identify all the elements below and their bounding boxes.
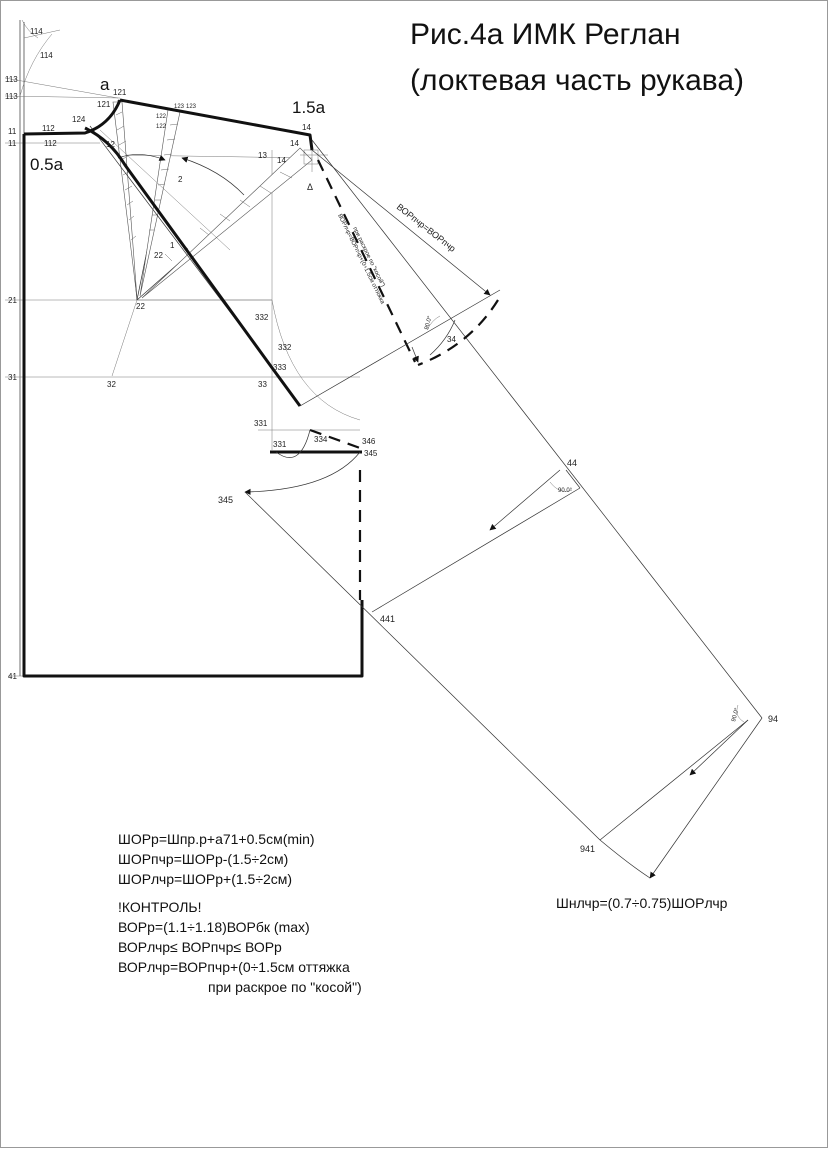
point-124: 124 bbox=[72, 115, 86, 124]
sleeve-construction bbox=[244, 139, 763, 879]
point-345: 345 bbox=[364, 449, 378, 458]
point-14-3: 14 bbox=[302, 123, 311, 132]
point-2: 2 bbox=[178, 175, 183, 184]
point-22-prime: 22 bbox=[136, 302, 145, 311]
point-113-prime: 113 bbox=[5, 75, 18, 84]
point-122-prime: 122 bbox=[156, 124, 167, 130]
angle-label-94: 90.0° bbox=[731, 707, 741, 723]
point-11-prime: 11 bbox=[8, 127, 17, 136]
point-114-prime: 114 bbox=[40, 51, 53, 60]
point-41: 41 bbox=[8, 672, 17, 681]
point-346: 346 bbox=[362, 437, 376, 446]
formula-line-3: ШОРлчр=ШОРр+(1.5÷2см) bbox=[118, 871, 292, 887]
point-331: 331 bbox=[254, 419, 268, 428]
point-13: 13 bbox=[258, 151, 267, 160]
label-1-5a: 1.5а bbox=[292, 98, 326, 117]
bodice-construction bbox=[4, 19, 364, 678]
formula-line-4: !КОНТРОЛЬ! bbox=[118, 899, 201, 915]
point-122: 122 bbox=[156, 114, 167, 120]
formula-right: Шнлчр=(0.7÷0.75)ШОРлчр bbox=[556, 895, 728, 911]
formula-line-7: ВОРлчр=ВОРпчр+(0÷1.5см оттяжка bbox=[118, 959, 350, 975]
point-33: 33 bbox=[258, 380, 267, 389]
point-113: 113 bbox=[5, 92, 18, 101]
point-12: 12 bbox=[106, 140, 115, 149]
point-331-prime: 331 bbox=[273, 440, 287, 449]
point-1: 1 bbox=[170, 241, 175, 250]
formula-line-8: при раскрое по "косой") bbox=[208, 979, 362, 995]
point-21: 21 bbox=[8, 296, 17, 305]
point-114: 114 bbox=[30, 27, 43, 36]
point-121-2: 121 bbox=[113, 88, 127, 97]
point-123-prime: 123 bbox=[186, 104, 197, 110]
point-345-prime: 345 bbox=[218, 495, 233, 505]
point-94-prime: 94 bbox=[768, 714, 778, 724]
formula-block: ШОРр=Шпр.р+а71+0.5см(min) ШОРпчр=ШОРр-(1… bbox=[118, 831, 362, 995]
formula-line-5: ВОРр=(1.1÷1.18)ВОРбк (max) bbox=[118, 919, 310, 935]
formula-line-1: ШОРр=Шпр.р+а71+0.5см(min) bbox=[118, 831, 315, 847]
point-332: 332 bbox=[255, 313, 269, 322]
label-vor-pchr: ВОРпчр=ВОРпчр bbox=[395, 202, 458, 254]
formula-line-2: ШОРпчр=ШОРр-(1.5÷2см) bbox=[118, 851, 288, 867]
point-112-prime: 112 bbox=[42, 124, 55, 133]
label-a: а bbox=[100, 75, 110, 94]
angle-label-34: 90.0° bbox=[424, 315, 434, 331]
label-vor-lchr-1: ВОРлчр=ВОРпчр+(0÷1.5см оттяжка bbox=[336, 213, 385, 305]
point-441-prime: 441 bbox=[380, 614, 395, 624]
point-332-prime: 332 bbox=[278, 343, 292, 352]
label-0-5a: 0.5а bbox=[30, 155, 64, 174]
point-112: 112 bbox=[44, 139, 57, 148]
title-line2: (локтевая часть рукава) bbox=[410, 64, 744, 97]
point-121: 121 bbox=[97, 100, 111, 109]
formula-line-6: ВОРлчр≤ ВОРпчр≤ ВОРр bbox=[118, 939, 282, 955]
point-22: 22 bbox=[154, 251, 163, 260]
title-line1: Рис.4а ИМК Реглан bbox=[410, 18, 681, 51]
point-333: 333 bbox=[273, 363, 287, 372]
label-delta: Δ bbox=[307, 182, 313, 192]
point-941-prime: 941 bbox=[580, 844, 595, 854]
angle-label-44: 90.0° bbox=[558, 488, 573, 494]
point-32: 32 bbox=[107, 380, 116, 389]
point-31: 31 bbox=[8, 373, 17, 382]
point-14: 14 bbox=[277, 156, 286, 165]
point-334: 334 bbox=[314, 435, 328, 444]
point-123: 123 bbox=[174, 104, 185, 110]
point-44-prime: 44 bbox=[567, 458, 577, 468]
point-14-prime: 14 bbox=[290, 139, 299, 148]
point-11: 11 bbox=[8, 139, 17, 148]
point-34: 34 bbox=[447, 335, 456, 344]
